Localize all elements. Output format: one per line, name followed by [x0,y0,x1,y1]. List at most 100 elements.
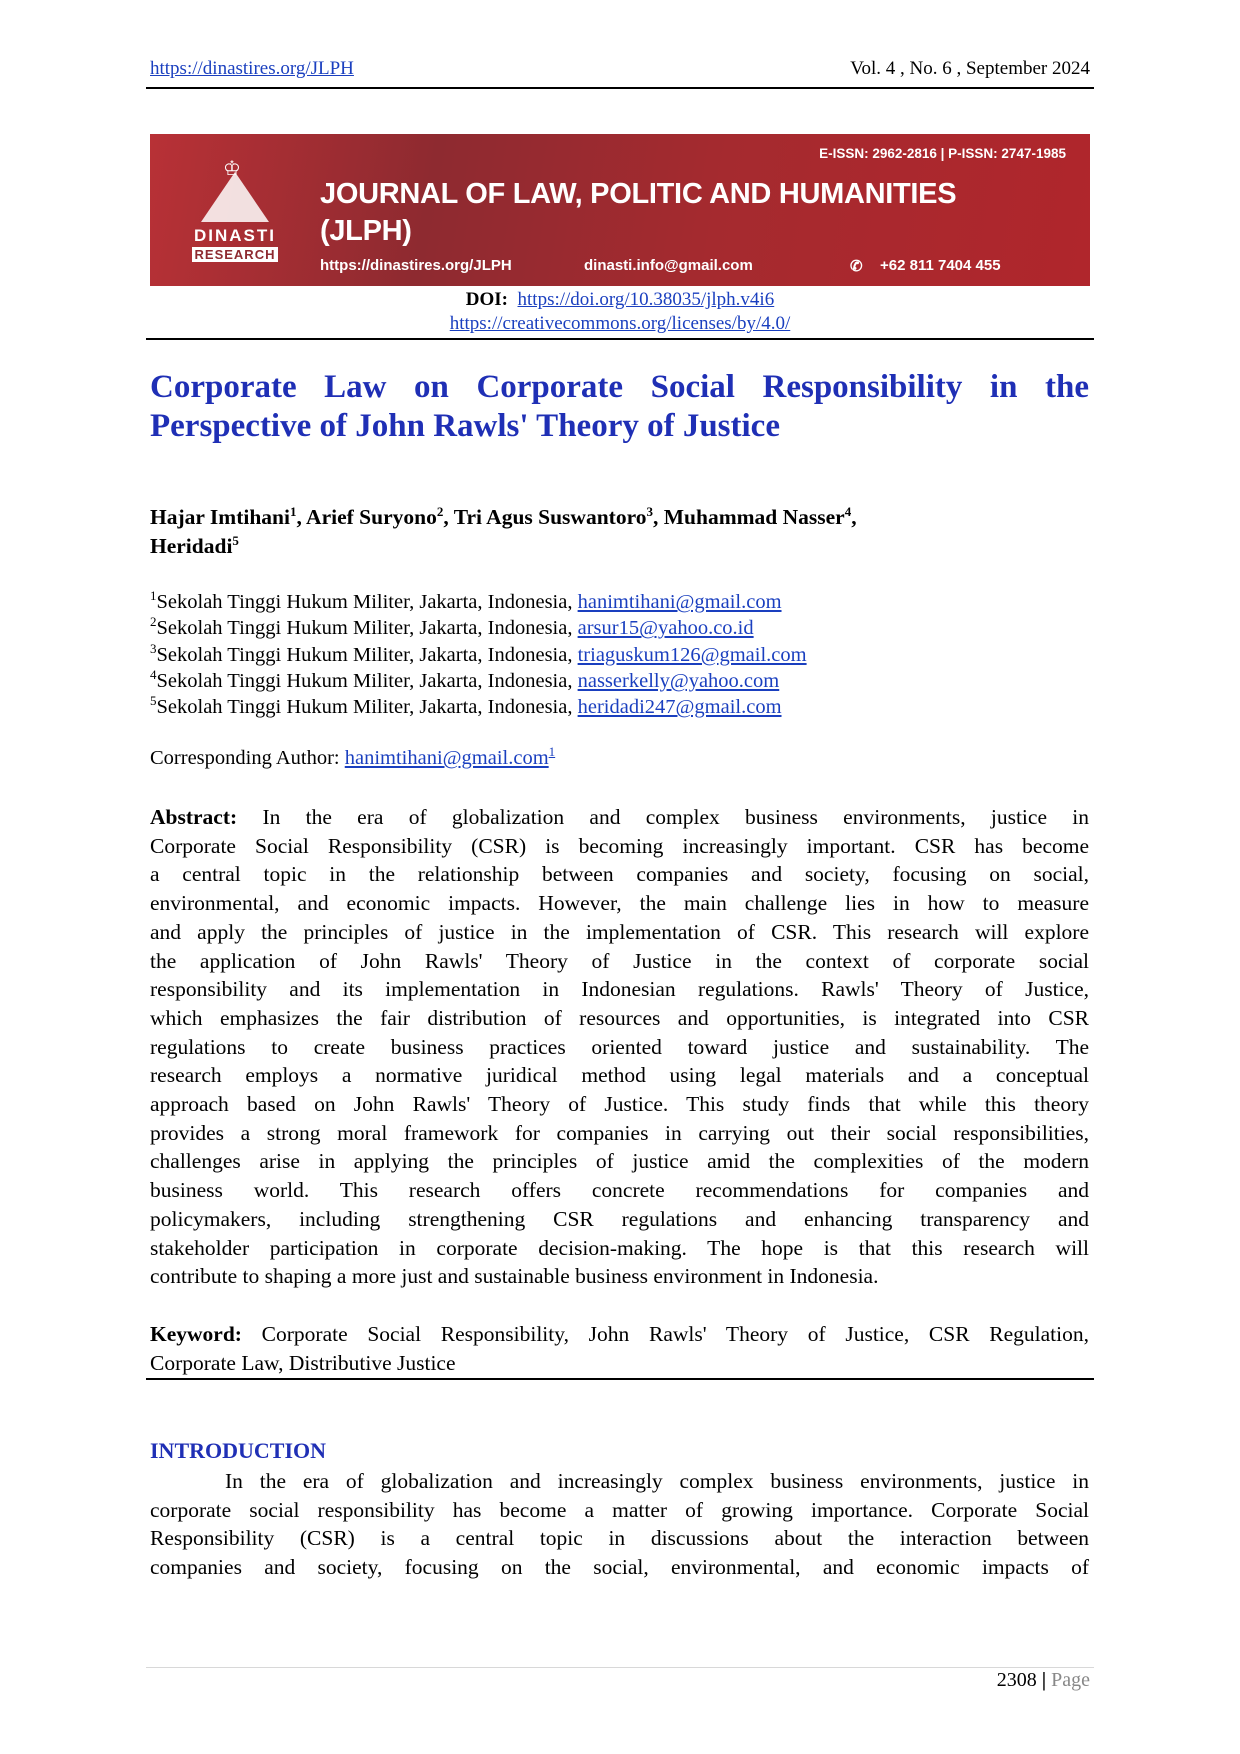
line-text: Corporate Social Responsibility (CSR) is… [150,833,1089,858]
page-number: 2308 [996,1669,1037,1691]
keywords-rule [146,1378,1094,1380]
affiliation-item: 4Sekolah Tinggi Hukum Militer, Jakarta, … [150,668,1089,694]
author-separator: , [851,505,857,529]
line-text: business world. This research offers con… [150,1178,1089,1203]
line-text: corporate social responsibility has beco… [150,1497,1089,1522]
journal-url-link[interactable]: https://dinastires.org/JLPH [150,58,354,79]
author-name: Muhammad Nasser [663,505,845,529]
footer-rule [146,1667,1094,1668]
line-text: a central topic in the relationship betw… [150,862,1089,887]
line-text: Corporate Law, Distributive Justice [150,1350,456,1375]
paper-title: Corporate Law on Corporate Social Respon… [150,369,1089,444]
text-line: Keyword: Corporate Social Responsibility… [150,1320,1089,1349]
page-label: Page [1051,1669,1090,1691]
line-text: In the era of globalization and complex … [262,805,1089,829]
author-name: Heridadi [150,534,233,558]
affiliation-email-link[interactable]: arsur15@yahoo.co.id [577,617,754,640]
journal-title: JOURNAL OF LAW, POLITIC AND HUMANITIES (… [320,178,957,247]
text-line: approach based on John Rawls' Theory of … [150,1090,1089,1119]
keywords: Keyword: Corporate Social Responsibility… [150,1320,1089,1377]
banner-email: dinasti.info@gmail.com [584,257,753,274]
affiliation-number: 1 [150,588,157,604]
author-name: Tri Agus Suswantoro [453,505,647,529]
line-text: which emphasizes the fair distribution o… [150,1005,1089,1030]
journal-banner: ♔ DINASTI RESEARCH E-ISSN: 2962-2816 | P… [150,134,1090,286]
text-line: challenges arise in applying the princip… [150,1147,1089,1176]
author-affiliation-number: 5 [232,532,239,548]
text-line: corporate social responsibility has beco… [150,1496,1089,1525]
doi-rule [146,338,1094,340]
text-line: the application of John Rawls' Theory of… [150,947,1089,976]
author-affiliation-number: 3 [646,503,653,519]
line-text: contribute to shaping a more just and su… [150,1264,879,1289]
line-text: provides a strong moral framework for co… [150,1120,1089,1145]
text-line: policymakers, including strengthening CS… [150,1205,1089,1234]
author-separator: , [296,505,307,529]
whatsapp-icon: ✆ [850,258,863,275]
line-text: policymakers, including strengthening CS… [150,1206,1089,1231]
author-name: Arief Suryono [306,505,437,529]
affiliation-email-link[interactable]: triaguskum126@gmail.com [577,643,807,666]
text-line: regulations to create business practices… [150,1033,1089,1062]
text-line: which emphasizes the fair distribution o… [150,1004,1089,1033]
affiliation-email-link[interactable]: nasserkelly@yahoo.com [577,669,780,692]
text-line: research employs a normative juridical m… [150,1061,1089,1090]
doi-line: DOI: https://doi.org/10.38035/jlph.v4i6 [150,289,1090,311]
text-line: companies and society, focusing on the s… [150,1553,1089,1582]
line-text: the application of John Rawls' Theory of… [150,948,1089,973]
text-line: stakeholder participation in corporate d… [150,1234,1089,1263]
affiliation-number: 4 [150,667,157,683]
line-text: challenges arise in applying the princip… [150,1149,1089,1174]
author-affiliation-number: 2 [436,503,444,519]
header-rule [146,87,1094,89]
text-line: business world. This research offers con… [150,1176,1089,1205]
issn: E-ISSN: 2962-2816 | P-ISSN: 2747-1985 [819,146,1066,161]
banner-website: https://dinastires.org/JLPH [320,257,512,274]
text-line: Responsibility (CSR) is a central topic … [150,1524,1089,1553]
affiliation-text: Sekolah Tinggi Hukum Militer, Jakarta, I… [156,617,578,640]
affiliation-number: 5 [150,693,157,709]
line-text: Responsibility (CSR) is a central topic … [150,1526,1089,1551]
affiliation-item: 3Sekolah Tinggi Hukum Militer, Jakarta, … [150,642,1089,668]
affiliation-item: 2Sekolah Tinggi Hukum Militer, Jakarta, … [150,615,1089,641]
page-footer: 2308 | Page [996,1669,1090,1691]
affiliation-text: Sekolah Tinggi Hukum Militer, Jakarta, I… [156,669,578,692]
doi-label: DOI: [465,289,509,310]
label: Keyword: [150,1322,242,1346]
text-line: Corporate Law, Distributive Justice [150,1349,1089,1378]
logo-text: DINASTI [194,226,276,245]
line-text: regulations to create business practices… [150,1034,1089,1059]
affiliation-email-link[interactable]: hanimtihani@gmail.com [577,591,782,613]
volume-info: Vol. 4 , No. 6 , September 2024 [850,58,1090,79]
text-line: Corporate Social Responsibility (CSR) is… [150,832,1089,861]
affiliation-text: Sekolah Tinggi Hukum Militer, Jakarta, I… [156,591,578,613]
author-affiliation-number: 1 [289,503,297,519]
corresponding-email[interactable]: hanimtihani@gmail.com [344,747,549,769]
line-text: stakeholder participation in corporate d… [150,1235,1089,1260]
affiliation-email-link[interactable]: heridadi247@gmail.com [577,696,782,719]
author-separator: , [652,505,664,529]
logo-subtext: RESEARCH [191,247,279,262]
author-list: Hajar Imtihani1, Arief Suryono2, Tri Agu… [150,503,1089,561]
section-heading-introduction: INTRODUCTION [150,1438,327,1463]
affiliation-number: 2 [150,614,157,630]
line-text: and apply the principles of justice in t… [150,919,1089,944]
text-line: responsibility and its implementation in… [150,975,1089,1004]
doi-link[interactable]: https://doi.org/10.38035/jlph.v4i6 [517,289,775,310]
banner-phone: +62 811 7404 455 [880,257,1001,274]
line-text: companies and society, focusing on the s… [150,1555,1089,1580]
license-link[interactable]: https://creativecommons.org/licenses/by/… [449,313,791,334]
license-line: https://creativecommons.org/licenses/by/… [150,313,1090,335]
author-affiliation-number: 4 [844,503,852,519]
introduction-paragraph: In the era of globalization and increasi… [150,1467,1089,1582]
line-text: responsibility and its implementation in… [150,977,1089,1002]
text-line: a central topic in the relationship betw… [150,860,1089,889]
line-text: research employs a normative juridical m… [150,1063,1089,1088]
author-name: Hajar Imtihani [150,505,290,529]
book-triangle-icon [201,172,269,222]
line-text: In the era of globalization and increasi… [225,1469,1089,1493]
affiliation-text: Sekolah Tinggi Hukum Militer, Jakarta, I… [156,643,578,666]
affiliation-item: 5Sekolah Tinggi Hukum Militer, Jakarta, … [150,694,1089,720]
text-line: Abstract: In the era of globalization an… [150,803,1089,832]
affiliation-item: 1Sekolah Tinggi Hukum Militer, Jakarta, … [150,589,1089,615]
